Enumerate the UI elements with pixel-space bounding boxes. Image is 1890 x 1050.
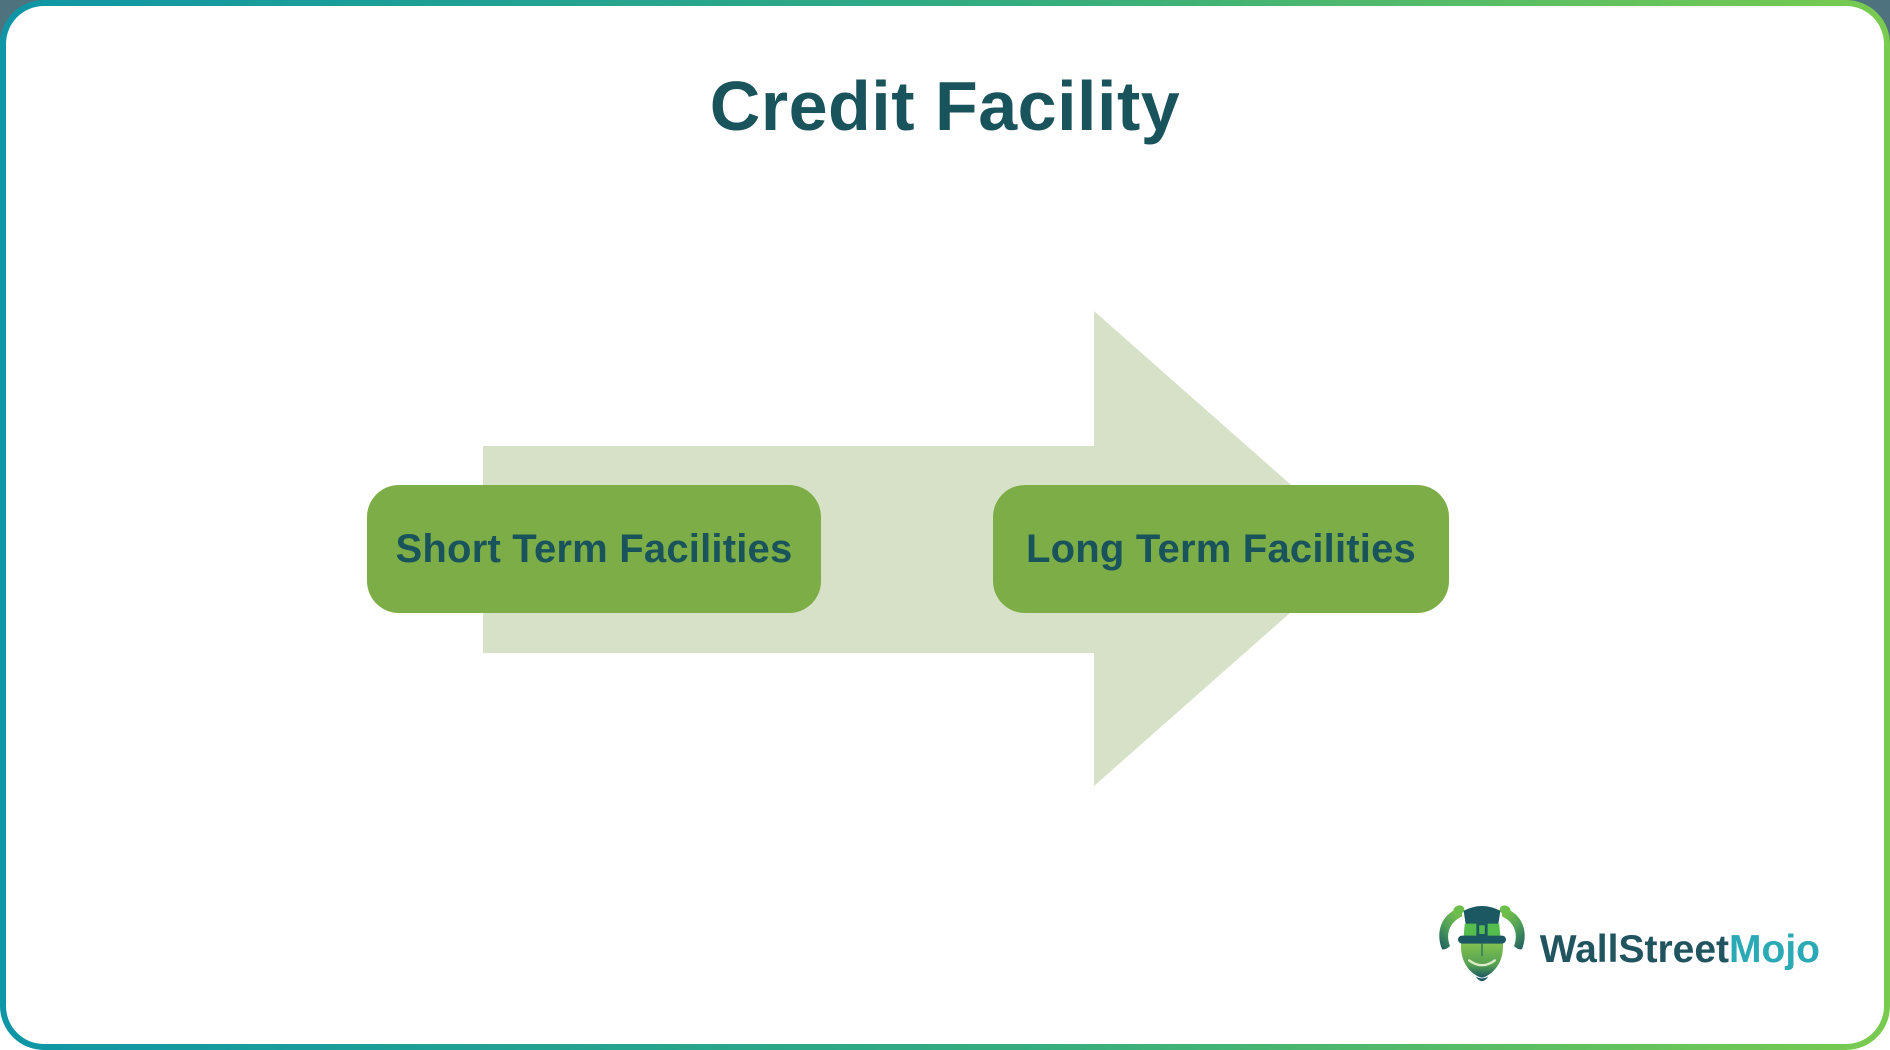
diagram-card: Credit Facility Short Term Facilities Lo… xyxy=(6,6,1884,1044)
short-term-facilities-box: Short Term Facilities xyxy=(367,485,821,613)
brand-name-secondary: Mojo xyxy=(1729,928,1820,971)
short-term-facilities-label: Short Term Facilities xyxy=(395,526,793,571)
long-term-facilities-label: Long Term Facilities xyxy=(1026,526,1416,571)
page-title: Credit Facility xyxy=(709,67,1181,145)
brand-wordmark: WallStreetMojo xyxy=(1540,928,1820,972)
bull-mascot-icon xyxy=(1439,905,1525,982)
brand-name-primary: WallStreet xyxy=(1539,928,1730,971)
wallstreetmojo-logo: WallStreetMojo xyxy=(1434,898,1820,1002)
long-term-facilities-box: Long Term Facilities xyxy=(993,485,1449,613)
